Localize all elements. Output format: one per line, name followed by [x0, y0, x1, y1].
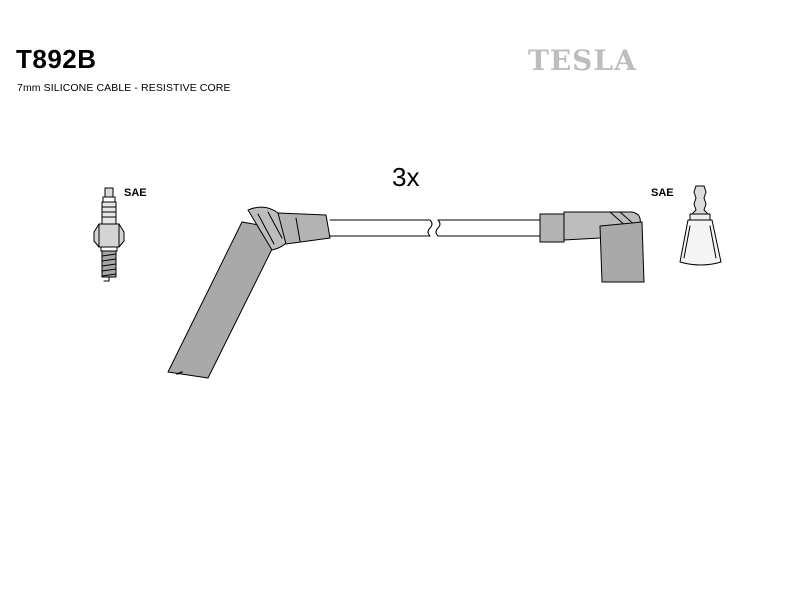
- quantity-label: 3x: [392, 162, 420, 192]
- spark-plug-icon: [94, 188, 124, 281]
- sae-label-left: SAE: [124, 187, 147, 199]
- part-number: T892B: [16, 44, 97, 74]
- distributor-terminal-icon: [680, 186, 721, 265]
- cable-wire: [330, 220, 540, 236]
- cable-boot-right: [540, 212, 644, 282]
- brand-logo: TESLA: [528, 44, 637, 77]
- cable-boot-left: [168, 207, 330, 378]
- cable-description: 7mm SILICONE CABLE - RESISTIVE CORE: [17, 82, 231, 94]
- sae-label-right: SAE: [651, 187, 674, 199]
